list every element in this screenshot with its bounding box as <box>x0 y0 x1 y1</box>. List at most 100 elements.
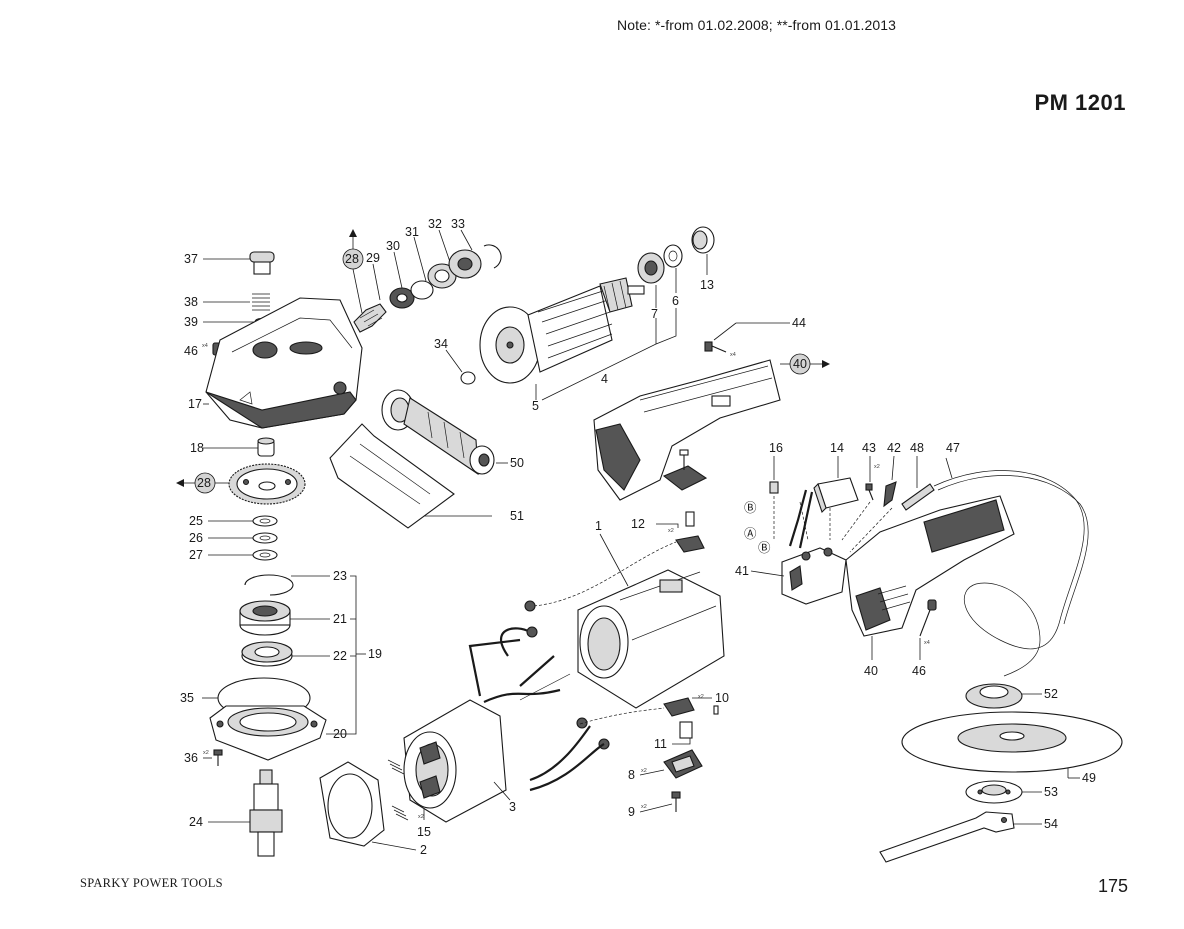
part-8-brush-cap <box>663 749 703 779</box>
part-43-screw <box>865 483 874 501</box>
callout-23: 23 <box>333 569 347 583</box>
footer-brand: SPARKY POWER TOOLS <box>80 876 223 890</box>
part-50-side-handle <box>381 389 495 476</box>
part-15-springs <box>387 759 409 821</box>
callout-3: 3 <box>509 800 516 814</box>
part-29-pinion <box>353 303 387 333</box>
callout-42: 42 <box>887 441 901 455</box>
callout-11: 11 <box>654 737 667 751</box>
part-24-spindle <box>249 769 283 857</box>
svg-text:Ⓐ: Ⓐ <box>744 527 757 541</box>
part-41-switch <box>781 547 847 605</box>
wire-markers-switch: Ⓑ Ⓐ Ⓑ <box>744 501 771 555</box>
callout-7: 7 <box>651 307 658 321</box>
callout-16: 16 <box>769 441 783 455</box>
part-36-screw <box>213 749 223 766</box>
part-17-gear-housing <box>205 297 363 429</box>
callout-2: 2 <box>420 843 427 857</box>
part-42-cable-clamp <box>883 481 897 508</box>
callout-32: 32 <box>428 217 442 231</box>
callout-15: 15 <box>417 825 431 839</box>
arrow-left-icon <box>176 479 184 487</box>
part-46-screw-right <box>919 599 937 637</box>
callout-4: 4 <box>601 372 608 386</box>
page-number: 175 <box>1097 876 1128 896</box>
callout-38: 38 <box>184 295 198 309</box>
callout-1: 1 <box>595 519 602 533</box>
callout-40-upper: 40 <box>793 357 807 371</box>
qty-44: x4 <box>730 352 736 358</box>
arrow-right-icon <box>822 360 830 368</box>
callout-46-right: 46 <box>912 664 926 678</box>
part-1-motor-housing <box>577 569 725 709</box>
callout-20: 20 <box>333 727 347 741</box>
part-13-sleeve <box>691 226 715 254</box>
part-9-screw <box>671 791 681 812</box>
callout-12: 12 <box>631 517 645 531</box>
part-49-grinding-disc <box>901 711 1123 773</box>
callout-24: 24 <box>189 815 203 829</box>
callout-50: 50 <box>510 456 524 470</box>
part-23-circlip <box>244 574 294 596</box>
callout-17: 17 <box>188 397 202 411</box>
callout-37: 37 <box>184 252 198 266</box>
callout-29: 29 <box>366 251 380 265</box>
callout-43: 43 <box>862 441 876 455</box>
part-54-spanner <box>879 811 1015 863</box>
callout-31: 31 <box>405 225 419 239</box>
part-cable-clamp <box>662 449 708 491</box>
header-note: Note: *-from 01.02.2008; **-from 01.01.2… <box>617 17 897 33</box>
part-12-brush <box>675 511 705 553</box>
callout-26: 26 <box>189 531 203 545</box>
callout-5: 5 <box>532 399 539 413</box>
svg-text:Ⓑ: Ⓑ <box>744 501 757 515</box>
part-30-nut <box>389 287 415 309</box>
callout-19: 19 <box>368 647 382 661</box>
callout-48: 48 <box>910 441 924 455</box>
callout-51: 51 <box>510 509 524 523</box>
part-34-ring <box>460 371 476 385</box>
callout-18: 18 <box>190 441 204 455</box>
qty-46-right: x4 <box>924 640 930 646</box>
callout-27: 27 <box>189 548 203 562</box>
callout-13: 13 <box>700 278 714 292</box>
callout-30: 30 <box>386 239 400 253</box>
callout-44: 44 <box>792 316 806 330</box>
callout-54: 54 <box>1044 817 1058 831</box>
part-3-stator <box>403 699 507 823</box>
qty-9: x2 <box>641 804 647 810</box>
part-38-spring <box>252 293 270 311</box>
part-22-flange <box>241 641 293 667</box>
callout-6: 6 <box>672 294 679 308</box>
callout-21: 21 <box>333 612 347 626</box>
callout-9: 9 <box>628 805 635 819</box>
part-40-handle-half-upper <box>593 359 781 501</box>
part-6-ring <box>663 244 683 268</box>
qty-43: x2 <box>874 464 880 470</box>
callout-41: 41 <box>735 564 749 578</box>
callout-46-left: 46 <box>184 344 198 358</box>
qty-46: x4 <box>202 343 208 349</box>
part-21-bearing <box>239 600 291 636</box>
part-32-bearing <box>448 249 482 279</box>
part-2-air-baffle <box>319 761 385 847</box>
callout-14: 14 <box>830 441 844 455</box>
qty-10: x2 <box>698 694 704 700</box>
callout-28-lower: 28 <box>197 476 211 490</box>
part-18-bushing <box>257 437 275 457</box>
part-10-brush-holder <box>663 697 719 717</box>
part-5-rotor <box>479 277 645 384</box>
part-51-guard-plate <box>329 423 455 529</box>
svg-text:Ⓑ: Ⓑ <box>758 541 771 555</box>
callout-8: 8 <box>628 768 635 782</box>
part-48-cable-sleeve <box>901 483 935 511</box>
qty-36: x2 <box>203 750 209 756</box>
part-44-screw <box>704 341 727 353</box>
qty-12: x2 <box>668 528 674 534</box>
callout-22: 22 <box>333 649 347 663</box>
callout-34: 34 <box>434 337 448 351</box>
callout-10: 10 <box>715 691 729 705</box>
qty-15: x2 <box>418 814 424 820</box>
part-40-handle-half-lower <box>845 495 1015 637</box>
